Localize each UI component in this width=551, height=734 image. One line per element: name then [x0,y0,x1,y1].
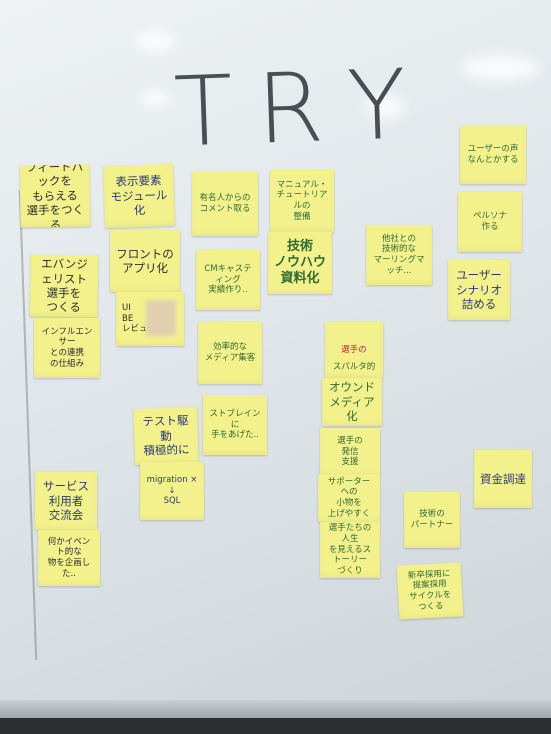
sticky-note-efficient-media: 効率的な メディア集客 [198,322,262,384]
sticky-note-funding: 資金調達 [474,450,532,508]
sticky-note-event: 何かイベント的な 物を企画した.. [38,530,100,586]
light-glare [140,90,170,108]
sticky-note-feedback: フィードバックを もらえる 選手をつくる [19,164,91,228]
note-label-sparta: スパルタ的 [332,361,376,372]
sticky-note-front-app: フロントの アプリ化 [110,230,180,292]
sticky-note-tech-meetup: 他社との 技術的な マーリングマッチ... [366,225,432,285]
sticky-note-knowhow: 技術 ノウハウ 資料化 [268,232,332,294]
heading-letter-r: R [254,51,332,166]
sticky-note-evangelist: エバンジェリスト 選手を つくる [29,254,99,318]
sticky-note-user-scenario: ユーザー シナリオ 詰める [448,260,510,320]
whiteboard: T R Y フィードバックを もらえる 選手をつくる エバンジェリスト 選手を … [0,0,551,718]
heading-letter-t: T [172,54,241,169]
sticky-note-supporter: サポーターへの 小物を 上げやすく [318,474,380,522]
light-glare [460,55,540,81]
sticky-note-own-media: オウンド メディア化 [322,378,382,426]
blurred-area [146,300,176,336]
sticky-note-athlete-info: 選手の 発信 支援 [320,428,380,476]
light-glare [365,95,405,119]
sticky-note-test: テスト駆動 積極的に [133,406,199,466]
sticky-note-influencer: インフルエンサー との連携 の仕組み [34,318,100,378]
sticky-note-recruit: 新卒採用に 提案採用 サイクルを つくる [396,562,464,620]
sticky-note-brainstorm: ストブレインに 手をあげた.. [203,395,267,455]
sticky-note-celeb: 有名人からの コメント取る [192,172,258,236]
sticky-note-migration: migration × ↓ SQL [140,462,204,520]
heading-letter-y: Y [345,48,415,163]
sticky-note-modularize: 表示要素 モジュール化 [102,163,176,229]
sticky-note-manual: マニュアル・ チュートリアルの 整備 [270,170,334,232]
sticky-note-cm: CMキャスティング 実績作り.. [196,250,260,310]
sticky-note-user-voice: ユーザーの声 なんとかする [460,126,526,184]
sticky-note-service-users: サービス 利用者 交流会 [35,472,97,530]
sticky-note-story: 選手たちの人生 を見えるストーリー づくり [320,522,380,578]
floor [0,718,551,734]
light-glare [135,30,175,52]
sticky-note-athlete-red: 選手の [325,322,383,378]
sticky-note-tech-partner: 技術の パートナー [404,492,460,548]
marker-tray [0,700,551,718]
sticky-note-persona: ペルソナ 作る [458,192,522,252]
